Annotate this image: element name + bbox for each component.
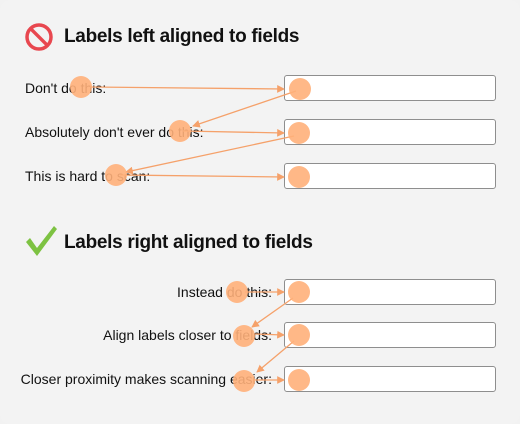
- good-label-3: Closer proximity makes scanning easier:: [20, 371, 272, 387]
- good-field-3[interactable]: [284, 366, 496, 392]
- bad-label-1: Don't do this:: [25, 80, 107, 96]
- gaze-line: [192, 90, 297, 128]
- bad-field-1[interactable]: [284, 75, 496, 101]
- gaze-line: [125, 135, 295, 175]
- good-label-1: Instead do this:: [177, 284, 272, 300]
- bad-label-3: This is hard to scan:: [25, 168, 151, 184]
- no-entry-icon: [24, 22, 54, 57]
- good-field-2[interactable]: [284, 322, 496, 348]
- bad-section-heading: Labels left aligned to fields: [64, 26, 300, 47]
- bad-field-2[interactable]: [284, 119, 496, 145]
- bad-label-2: Absolutely don't ever do this:: [25, 124, 204, 140]
- good-label-2: Align labels closer to fields:: [103, 327, 272, 343]
- good-section-heading: Labels right aligned to fields: [64, 232, 313, 253]
- good-field-1[interactable]: [284, 279, 496, 305]
- checkmark-icon: [24, 224, 58, 263]
- gaze-line: [89, 85, 285, 93]
- bad-field-3[interactable]: [284, 163, 496, 189]
